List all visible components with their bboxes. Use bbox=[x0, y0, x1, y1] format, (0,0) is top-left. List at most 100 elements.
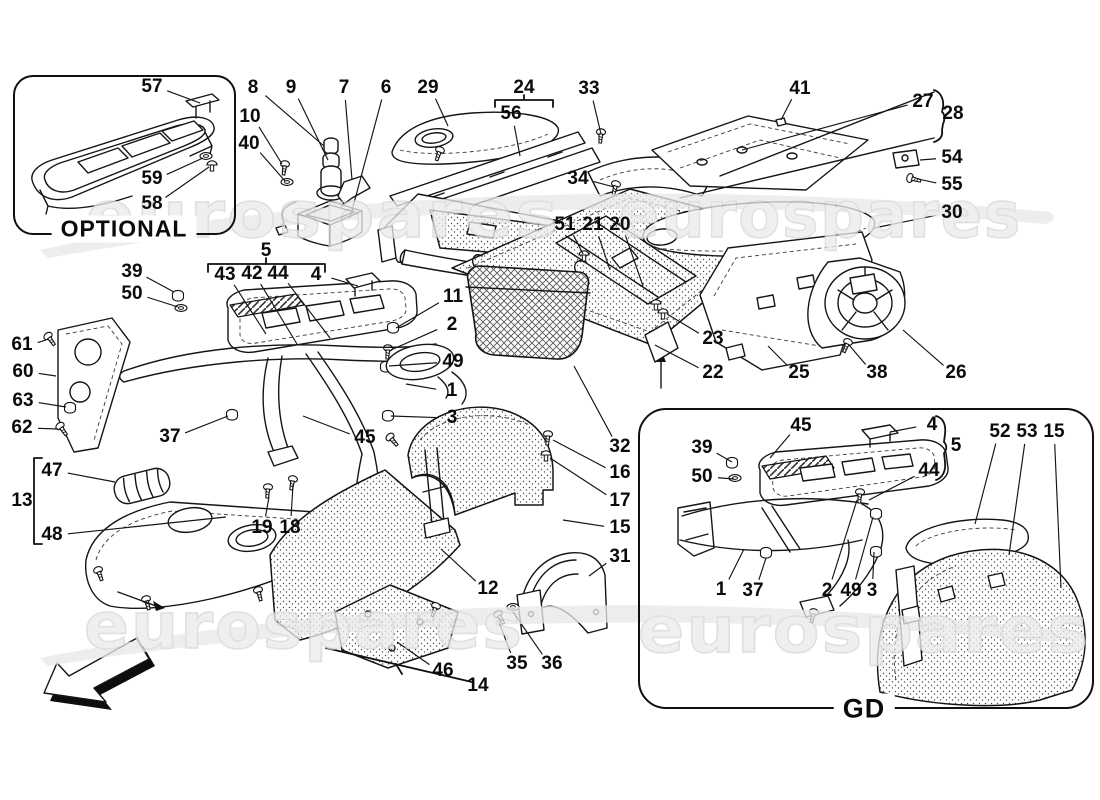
leader-line-main-3 bbox=[390, 415, 437, 419]
leader-line-main-7 bbox=[344, 99, 353, 181]
callout-gd-15: 15 bbox=[1043, 421, 1065, 442]
callout-main-7: 7 bbox=[338, 77, 350, 98]
callout-main-47: 47 bbox=[41, 460, 63, 481]
air-vent bbox=[113, 467, 171, 505]
leader-line-main-8 bbox=[265, 95, 325, 147]
callout-main-33: 33 bbox=[578, 78, 600, 99]
callout-main-27: 27 bbox=[912, 91, 934, 112]
callout-main-37: 37 bbox=[159, 426, 181, 447]
side-bracket bbox=[41, 317, 131, 453]
leader-line-main-2 bbox=[390, 329, 438, 351]
leader-line-main-32 bbox=[573, 365, 613, 437]
callout-main-2: 2 bbox=[446, 314, 458, 335]
callout-main-5: 5 bbox=[260, 240, 272, 261]
callout-main-49: 49 bbox=[442, 351, 464, 372]
leader-line-gd-44 bbox=[868, 475, 915, 501]
leader-line-main-39 bbox=[146, 276, 175, 293]
leader-line-main-1 bbox=[405, 383, 437, 390]
leader-line-main-55 bbox=[917, 178, 937, 184]
callout-gd-2: 2 bbox=[821, 580, 833, 601]
leader-line-main-4 bbox=[331, 277, 359, 287]
callout-main-32: 32 bbox=[609, 436, 631, 457]
callout-main-1: 1 bbox=[446, 380, 458, 401]
leader-line-main-40 bbox=[259, 152, 286, 182]
callout-main-25: 25 bbox=[788, 362, 810, 383]
leader-line-main-23 bbox=[666, 313, 700, 334]
leader-line-main-41 bbox=[780, 98, 793, 121]
armrest-pad bbox=[391, 111, 560, 165]
callout-gd-37: 37 bbox=[742, 580, 764, 601]
leader-line-gd-50 bbox=[717, 477, 735, 480]
callout-optional-58: 58 bbox=[141, 193, 163, 214]
callout-gd-5: 5 bbox=[950, 435, 962, 456]
callout-optional-59: 59 bbox=[141, 168, 163, 189]
callout-gd-39: 39 bbox=[691, 437, 713, 458]
leader-line-gd-49 bbox=[855, 516, 874, 580]
leader-line-gd-3 bbox=[872, 551, 875, 580]
leader-line-main-44 bbox=[287, 282, 331, 339]
leader-line-main-18 bbox=[290, 484, 294, 517]
callout-main-28: 28 bbox=[942, 103, 964, 124]
leader-line-main-62 bbox=[37, 427, 59, 430]
leader-line-main-50 bbox=[147, 296, 179, 308]
leader-line-main-26 bbox=[902, 329, 944, 366]
callout-main-29: 29 bbox=[417, 77, 439, 98]
leader-line-main-17 bbox=[549, 457, 607, 496]
leader-line-main-38 bbox=[848, 344, 867, 365]
callout-main-9: 9 bbox=[285, 77, 297, 98]
callout-main-34: 34 bbox=[567, 168, 589, 189]
callout-main-40: 40 bbox=[238, 133, 260, 154]
callout-main-15: 15 bbox=[609, 517, 631, 538]
callout-main-48: 48 bbox=[41, 524, 63, 545]
callout-main-20: 20 bbox=[609, 214, 631, 235]
callout-main-14: 14 bbox=[467, 675, 489, 696]
optional-luggage-rack bbox=[31, 93, 220, 215]
leader-line-main-10 bbox=[258, 126, 283, 165]
callout-main-24: 24 bbox=[513, 77, 535, 98]
callout-gd-3: 3 bbox=[866, 580, 878, 601]
leader-line-main-16 bbox=[552, 439, 606, 469]
leader-line-optional-57 bbox=[166, 90, 201, 104]
callout-gd-52: 52 bbox=[989, 421, 1011, 442]
callout-gd-45: 45 bbox=[790, 415, 812, 436]
callout-main-51: 51 bbox=[554, 214, 576, 235]
callout-main-31: 31 bbox=[609, 546, 631, 567]
callout-gd-49: 49 bbox=[840, 580, 862, 601]
side-panel bbox=[85, 474, 335, 621]
callout-main-8: 8 bbox=[247, 77, 259, 98]
leader-line-main-25 bbox=[767, 345, 788, 366]
callout-main-10: 10 bbox=[239, 106, 261, 127]
callout-main-50: 50 bbox=[121, 283, 143, 304]
leader-line-main-9 bbox=[297, 98, 329, 161]
gd-label: GD bbox=[833, 693, 895, 725]
leader-line-main-54 bbox=[919, 158, 937, 161]
leader-line-gd-2 bbox=[831, 499, 858, 580]
callout-main-22: 22 bbox=[702, 362, 724, 383]
callout-main-42: 42 bbox=[241, 263, 263, 284]
leader-line-gd-37 bbox=[758, 557, 767, 581]
leader-line-main-22 bbox=[654, 344, 699, 369]
callout-main-60: 60 bbox=[12, 361, 34, 382]
callout-main-46: 46 bbox=[432, 660, 454, 681]
speaker bbox=[807, 257, 906, 355]
callout-main-41: 41 bbox=[789, 78, 811, 99]
leader-line-main-48 bbox=[67, 516, 227, 535]
callout-gd-44: 44 bbox=[918, 460, 940, 481]
gd-luggage-tray bbox=[758, 424, 949, 507]
callout-gd-1: 1 bbox=[715, 579, 727, 600]
leader-line-main-33 bbox=[592, 100, 602, 135]
leader-line-optional-59 bbox=[166, 157, 204, 175]
callout-main-21: 21 bbox=[582, 214, 604, 235]
leader-line-gd-45 bbox=[769, 434, 791, 459]
callout-gd-50: 50 bbox=[691, 466, 713, 487]
callout-main-61: 61 bbox=[11, 334, 33, 355]
callout-main-63: 63 bbox=[12, 390, 34, 411]
leader-line-gd-52 bbox=[974, 443, 997, 525]
callout-main-39: 39 bbox=[121, 261, 143, 282]
leader-line-main-45 bbox=[302, 415, 351, 435]
leader-line-gd-1 bbox=[728, 548, 745, 580]
callout-main-16: 16 bbox=[609, 462, 631, 483]
callout-main-17: 17 bbox=[609, 490, 631, 511]
